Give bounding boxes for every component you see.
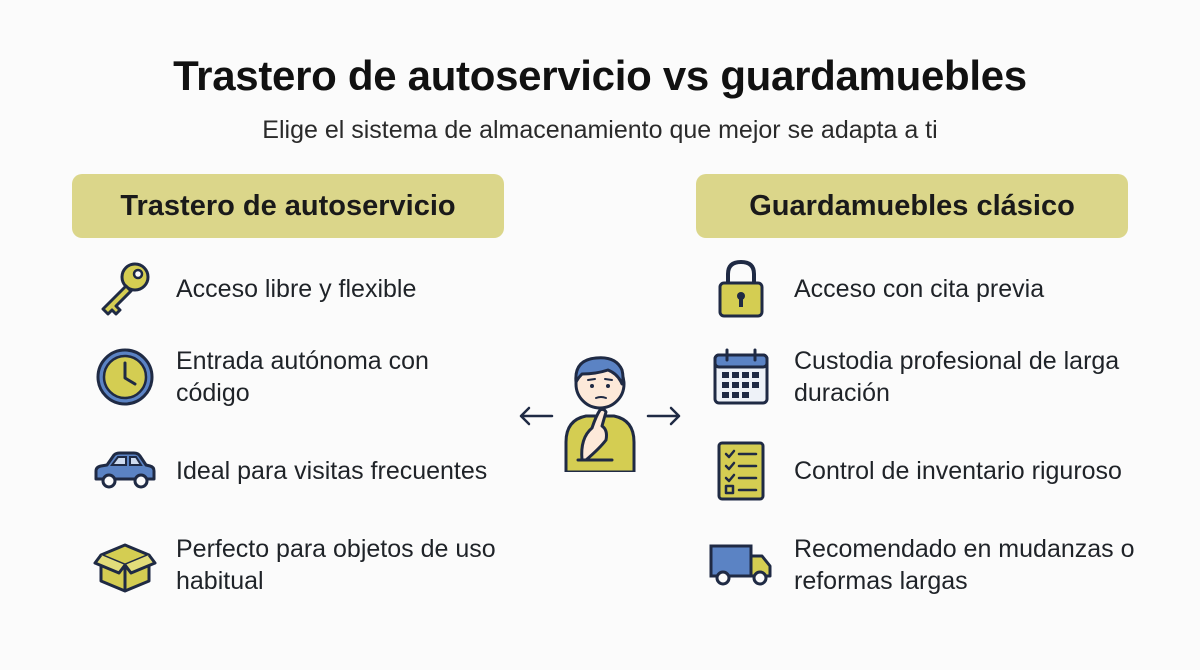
right-item-moving: Recomendado en mudanzas o reformas larga… — [708, 532, 1154, 598]
checklist-icon — [708, 438, 774, 504]
right-item-text: Recomendado en mudanzas o reformas larga… — [794, 535, 1135, 595]
right-item-access: Acceso con cita previa — [708, 256, 1154, 322]
left-item-text: Acceso libre y flexible — [176, 275, 417, 303]
right-item-text: Custodia profesional de larga duración — [794, 347, 1120, 407]
left-item-visits: Ideal para visitas frecuentes — [92, 438, 506, 504]
left-item-access: Acceso libre y flexible — [92, 256, 506, 322]
left-item-objects: Perfecto para objetos de uso habitual — [92, 532, 506, 598]
car-icon — [92, 438, 158, 504]
right-item-inventory: Control de inventario riguroso — [708, 438, 1154, 504]
truck-icon — [708, 532, 774, 598]
left-item-entry: Entrada autónoma con código — [92, 344, 506, 410]
left-item-text: Entrada autónoma con código — [176, 347, 429, 407]
left-column-heading: Trastero de autoservicio — [72, 174, 504, 238]
page-subtitle: Elige el sistema de almacenamiento que m… — [262, 116, 938, 144]
padlock-icon — [708, 256, 774, 322]
calendar-icon — [708, 344, 774, 410]
right-item-custody: Custodia profesional de larga duración — [708, 344, 1154, 410]
left-item-text: Perfecto para objetos de uso habitual — [176, 535, 496, 595]
right-item-text: Acceso con cita previa — [794, 275, 1045, 303]
right-column-heading: Guardamuebles clásico — [696, 174, 1128, 238]
left-item-text: Ideal para visitas frecuentes — [176, 457, 488, 485]
arrow-right-icon — [646, 406, 681, 426]
box-icon — [92, 532, 158, 598]
clock-icon — [92, 344, 158, 410]
key-icon — [92, 256, 158, 322]
right-item-text: Control de inventario riguroso — [794, 457, 1122, 485]
arrow-left-icon — [519, 406, 554, 426]
page-title: Trastero de autoservicio vs guardamueble… — [173, 52, 1027, 99]
thinking-person-icon — [564, 356, 636, 472]
